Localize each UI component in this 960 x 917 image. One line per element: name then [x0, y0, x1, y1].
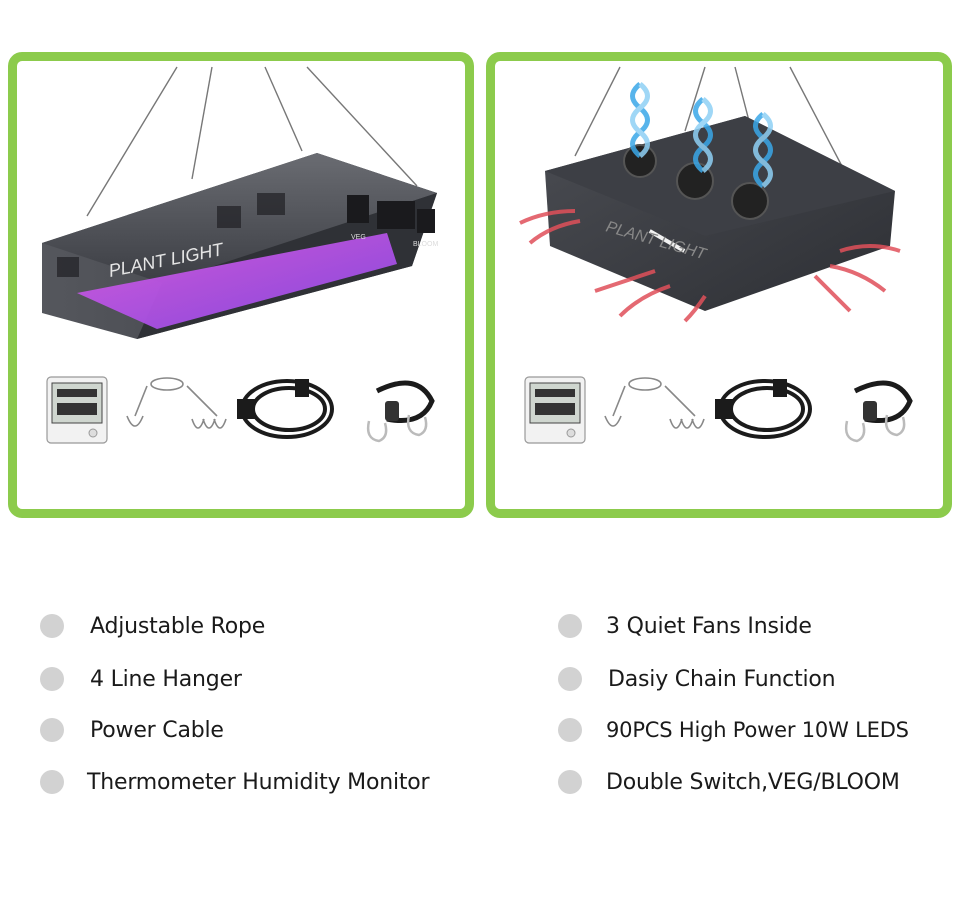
fan-icon — [623, 144, 657, 178]
power-cable-icon — [715, 379, 812, 439]
heat-dissipation-arrow-icon — [519, 209, 901, 323]
lamp-body — [545, 116, 895, 311]
four-line-hanger-icon — [604, 377, 705, 429]
bullet-icon — [558, 614, 582, 638]
bullet-icon — [40, 718, 64, 742]
hanging-wires — [86, 66, 418, 217]
feature-item: 90PCS High Power 10W LEDS — [558, 715, 909, 745]
veg-switch-label: VEG — [351, 234, 366, 241]
fan-icon — [731, 182, 769, 220]
feature-label: 90PCS High Power 10W LEDS — [606, 718, 909, 742]
bloom-switch-label: BLOOM — [413, 241, 438, 248]
bullet-icon — [40, 667, 64, 691]
feature-label: 3 Quiet Fans Inside — [606, 613, 812, 639]
feature-label: Thermometer Humidity Monitor — [87, 769, 430, 795]
feature-label: Double Switch,VEG/BLOOM — [606, 769, 900, 795]
product-panel-left: PLANT LIGHT VEG BLOOM — [8, 52, 474, 518]
feature-item: Double Switch,VEG/BLOOM — [558, 767, 900, 797]
bullet-icon — [558, 770, 582, 794]
feature-label: Adjustable Rope — [90, 613, 266, 639]
bullet-icon — [558, 718, 582, 742]
feature-item: Dasiy Chain Function — [558, 664, 836, 694]
feature-label: 4 Line Hanger — [90, 666, 242, 692]
feature-item: Adjustable Rope — [40, 611, 265, 641]
power-cable-icon — [237, 379, 334, 439]
thermometer-hygrometer-icon — [524, 376, 586, 444]
grow-light-front-illustration: PLANT LIGHT VEG BLOOM — [42, 66, 438, 444]
feature-item: 4 Line Hanger — [40, 664, 242, 694]
bullet-icon — [40, 770, 64, 794]
grow-light-back-illustration: PLANT LIGHT — [519, 66, 913, 444]
four-line-hanger-icon — [126, 377, 227, 429]
airflow-spiral-icon — [630, 82, 773, 188]
feature-item: 3 Quiet Fans Inside — [558, 611, 812, 641]
adjustable-rope-icon — [366, 380, 435, 443]
lamp-body — [42, 153, 437, 339]
bullet-icon — [40, 614, 64, 638]
feature-label: Dasiy Chain Function — [608, 666, 836, 692]
thermometer-hygrometer-icon — [46, 376, 108, 444]
feature-item: Thermometer Humidity Monitor — [40, 767, 430, 797]
bullet-icon — [558, 667, 582, 691]
feature-item: Power Cable — [40, 715, 224, 745]
adjustable-rope-icon — [844, 380, 913, 443]
feature-label: Power Cable — [90, 717, 224, 743]
product-panel-right: PLANT LIGHT — [486, 52, 952, 518]
